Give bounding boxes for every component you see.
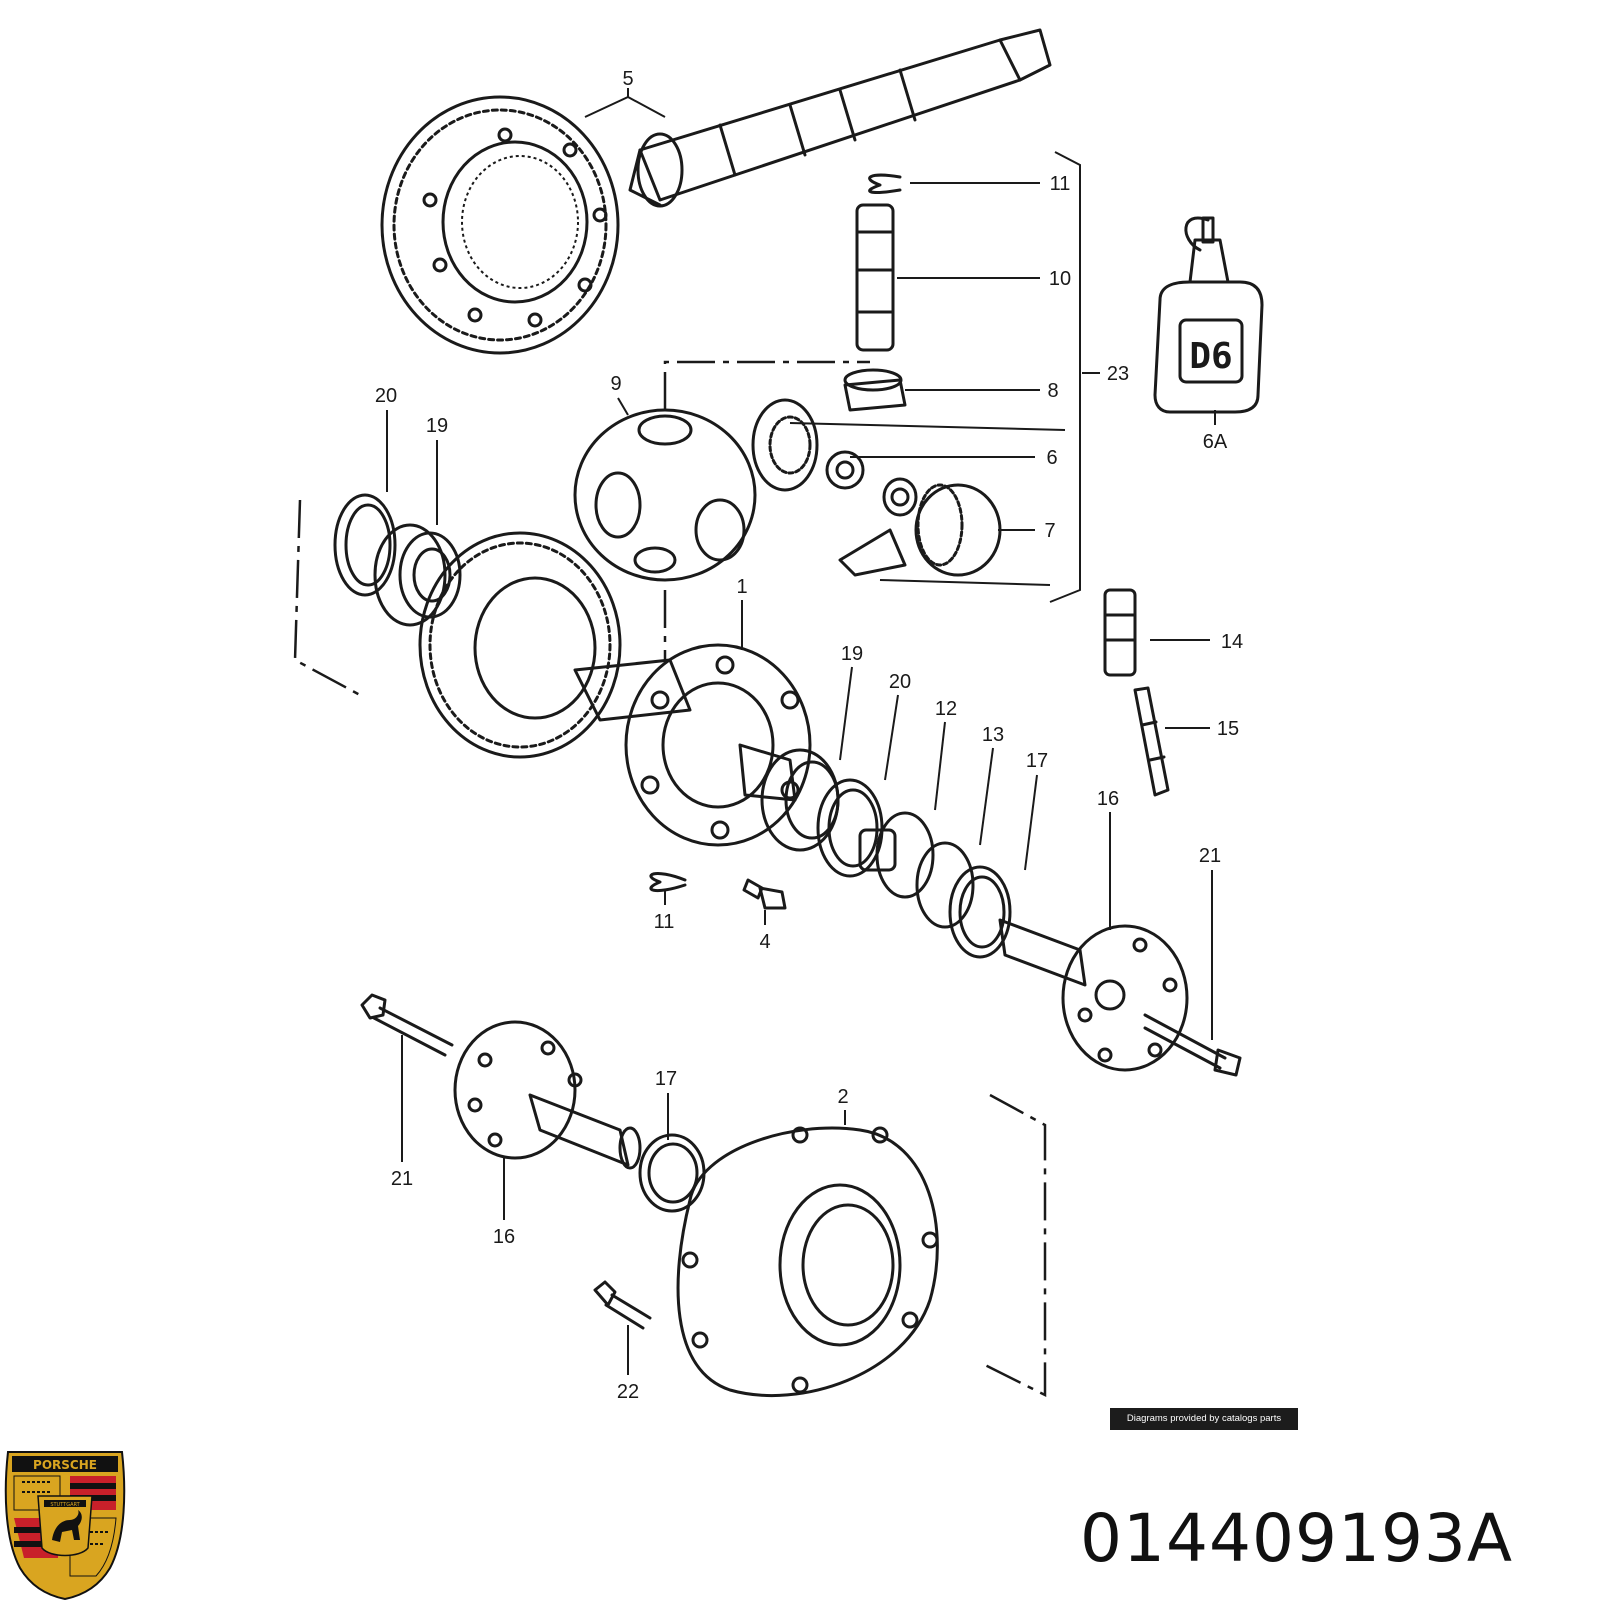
porsche-crest-logo: PORSCHE STUTTGART [4, 1451, 126, 1600]
bolt-part-22 [593, 1280, 652, 1330]
bearing-part-19-right [760, 748, 840, 852]
gear-part-12 [858, 811, 935, 899]
bolt-part-4 [742, 878, 787, 910]
callout-14: 14 [1221, 631, 1243, 653]
callout-20-top: 20 [375, 385, 397, 407]
seal-ring-part-20 [333, 493, 397, 597]
flange-part-16-left [453, 1020, 642, 1170]
callout-13: 13 [982, 724, 1004, 746]
shaft-part-15 [1133, 686, 1170, 797]
left-assembly-bracket [293, 499, 361, 697]
callout-6A: 6A [1203, 431, 1228, 453]
callout-labels: 5 11 10 23 8 9 6 7 20 19 1 6A 14 15 19 2… [375, 68, 1243, 1403]
callout-22: 22 [617, 1381, 639, 1403]
crown-wheel-pinion-part-5 [380, 28, 1052, 355]
callout-19-top: 19 [426, 415, 448, 437]
svg-text:STUTTGART: STUTTGART [50, 1502, 80, 1508]
bevel-gear-part-6 [751, 398, 865, 492]
ring-part-17 [948, 865, 1012, 959]
circlip-part-11-bottom [649, 872, 687, 892]
callout-21-left: 21 [391, 1168, 413, 1190]
svg-text:PORSCHE: PORSCHE [33, 1458, 97, 1472]
callout-20-right: 20 [889, 671, 911, 693]
bracket-part-23 [1049, 151, 1081, 603]
callout-11-bottom: 11 [654, 911, 675, 933]
callout-12: 12 [935, 698, 957, 720]
cover-bracket [984, 1093, 1047, 1398]
callout-16-right: 16 [1097, 788, 1119, 810]
seal-ring-part-20-right [816, 778, 884, 878]
washer-part-6-small [882, 477, 918, 517]
bolt-part-21-right [1143, 1013, 1242, 1077]
callout-2: 2 [837, 1086, 848, 1108]
callout-11-top: 11 [1050, 173, 1071, 195]
part-number: 014409193A [1080, 1500, 1514, 1577]
callout-8: 8 [1047, 380, 1058, 402]
callout-5: 5 [622, 68, 633, 90]
callout-15: 15 [1217, 718, 1239, 740]
leader-lines [386, 88, 1216, 1375]
callout-21-right: 21 [1199, 845, 1221, 867]
flange-part-16-right [998, 918, 1189, 1072]
callout-1: 1 [736, 576, 747, 598]
oil-bottle-part-6A: D6 [1153, 216, 1264, 414]
callout-9: 9 [610, 373, 621, 395]
crown-ring-gear [418, 531, 622, 759]
cover-part-2 [676, 1126, 939, 1398]
differential-cage-part-9 [573, 408, 757, 582]
callout-19-right: 19 [841, 643, 863, 665]
callout-23: 23 [1107, 363, 1129, 385]
bevel-gear-part-7 [838, 483, 1002, 577]
callout-7: 7 [1044, 520, 1055, 542]
callout-17-top: 17 [1026, 750, 1048, 772]
pin-part-10 [855, 203, 895, 352]
bearing-part-19 [373, 523, 462, 627]
callout-16-left: 16 [493, 1226, 515, 1248]
callout-10: 10 [1049, 268, 1071, 290]
ring-part-17-lower [638, 1133, 706, 1213]
sensor-part-14 [1103, 588, 1137, 677]
callout-6: 6 [1046, 447, 1057, 469]
side-gear-part-8 [843, 368, 907, 412]
bottle-label: D6 [1189, 336, 1232, 377]
bolt-part-21-left [360, 993, 454, 1057]
nut-part-13 [915, 841, 975, 929]
differential-housing-part-1 [573, 643, 812, 847]
circlip-part-11-top [868, 173, 902, 194]
diagram-credit: Diagrams provided by catalogs parts [1110, 1408, 1298, 1430]
callout-17-bottom: 17 [655, 1068, 677, 1090]
callout-4: 4 [759, 931, 770, 953]
